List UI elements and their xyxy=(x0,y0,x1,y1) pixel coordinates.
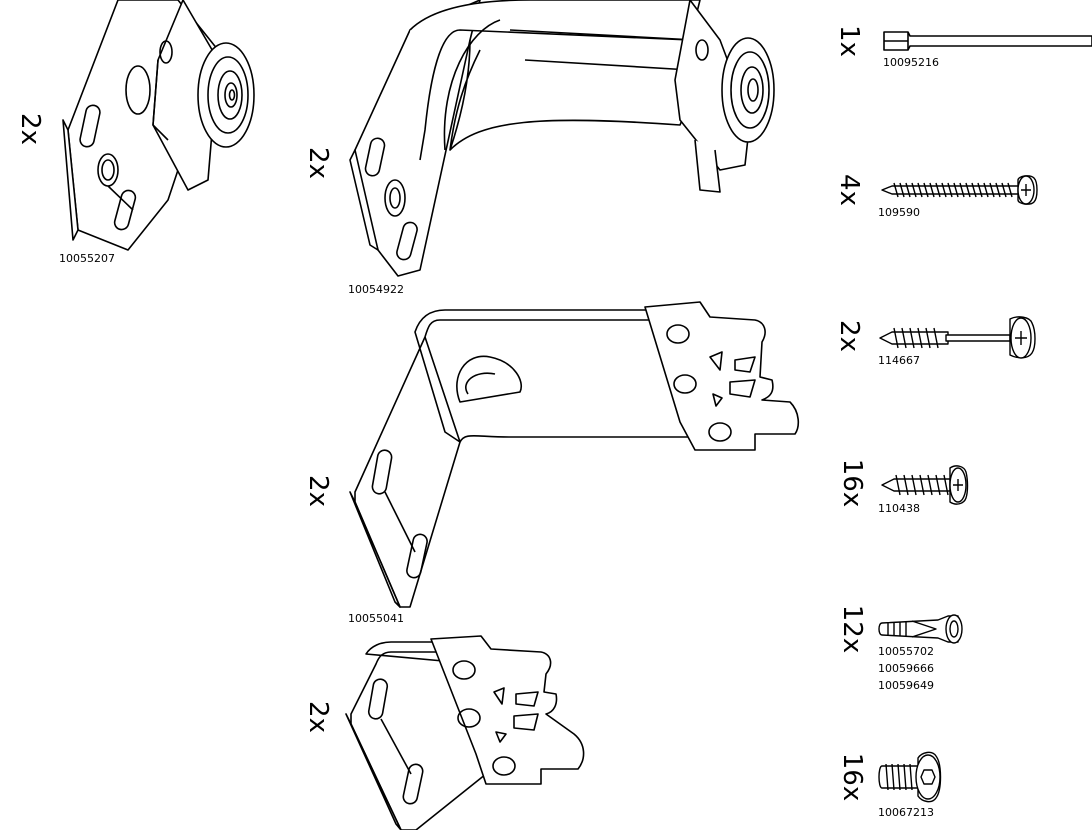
code-roller-bracket-large: 10054922 xyxy=(348,283,404,296)
qty-bolt-cap: 16x xyxy=(837,752,868,802)
screw-icon xyxy=(880,464,970,506)
roller-bracket-icon xyxy=(350,0,780,280)
roller-bracket-icon xyxy=(58,0,258,250)
screw-icon xyxy=(878,313,1038,361)
hex-key-icon xyxy=(882,29,1092,53)
screw-icon xyxy=(880,172,1040,208)
code-wall-plug-1: 10055702 xyxy=(878,645,934,658)
qty-screw-medium: 2x xyxy=(833,320,864,352)
code-screw-medium: 114667 xyxy=(878,354,920,367)
wall-plug-icon xyxy=(878,612,966,646)
qty-roller-bracket-small: 2x xyxy=(14,113,45,145)
code-hex-key: 10095216 xyxy=(883,56,939,69)
code-screw-long: 109590 xyxy=(878,206,920,219)
code-roller-bracket-small: 10055207 xyxy=(59,252,115,265)
code-wall-plug-3: 10059649 xyxy=(878,679,934,692)
qty-hex-key: 1x xyxy=(833,25,864,57)
bolt-icon xyxy=(878,750,944,804)
wall-bracket-icon xyxy=(346,634,590,830)
code-bolt-cap: 10067213 xyxy=(878,806,934,819)
code-screw-short: 110438 xyxy=(878,502,920,515)
qty-roller-bracket-large: 2x xyxy=(302,147,333,179)
qty-screw-short: 16x xyxy=(837,458,868,508)
code-wall-bracket-large: 10055041 xyxy=(348,612,404,625)
qty-wall-bracket-large: 2x xyxy=(302,475,333,507)
qty-wall-plug: 12x xyxy=(837,604,868,654)
qty-screw-long: 4x xyxy=(833,174,864,206)
code-wall-plug-2: 10059666 xyxy=(878,662,934,675)
qty-wall-bracket-small: 2x xyxy=(302,701,333,733)
wall-bracket-icon xyxy=(350,302,802,610)
